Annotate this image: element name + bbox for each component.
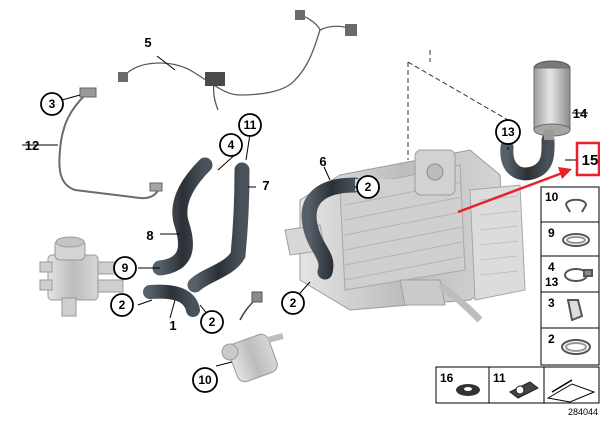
callout-12: 12 [25, 138, 39, 153]
legend-label-13: 13 [545, 275, 559, 289]
callout-2-a: 2 [119, 298, 126, 312]
callout-10: 10 [198, 373, 212, 387]
legend-label-9: 9 [548, 226, 555, 240]
dashed-leaders [407, 50, 509, 160]
legend-bottom-icons [456, 379, 596, 403]
callout-2-b: 2 [209, 315, 216, 329]
callout-14: 14 [573, 106, 588, 121]
callout-4: 4 [228, 138, 235, 152]
callout-6: 6 [319, 154, 326, 169]
reservoir-14 [533, 60, 571, 140]
parts-legend [540, 186, 600, 366]
legend-label-4: 4 [548, 260, 555, 274]
hose-1 [143, 284, 200, 317]
pump-10 [221, 291, 284, 383]
callout-3: 3 [49, 97, 56, 111]
sensor-line-12 [58, 94, 161, 200]
legend-label-16: 16 [440, 371, 454, 385]
circled-callouts [40, 92, 521, 393]
hose-13 [500, 133, 555, 181]
drawing-number: 284044 [568, 407, 598, 417]
callout-13: 13 [501, 125, 515, 139]
legend-label-3: 3 [548, 296, 555, 310]
bottom-legend [435, 366, 600, 404]
callouts: 5 12 7 8 1 6 14 15 [25, 35, 599, 333]
callout-2-d: 2 [365, 180, 372, 194]
callout-8: 8 [146, 228, 153, 243]
hose-7 [187, 162, 250, 293]
highlight-arrow [457, 167, 572, 214]
callout-11: 11 [244, 118, 257, 132]
wiring-harness-5 [124, 14, 351, 111]
legend-clamp-icons [561, 198, 593, 355]
callout-5: 5 [144, 35, 151, 50]
callout-2-c: 2 [290, 296, 297, 310]
highlight-box-15 [575, 141, 600, 177]
callout-9: 9 [122, 261, 129, 275]
hose-8 [152, 157, 213, 276]
legend-label-11: 11 [493, 371, 506, 385]
control-valve [39, 236, 124, 317]
hose-6 [301, 177, 363, 280]
leader-lines [22, 55, 588, 367]
callout-1: 1 [169, 318, 176, 333]
callout-7: 7 [262, 178, 269, 193]
legend-label-10: 10 [545, 190, 559, 204]
legend-label-2: 2 [548, 332, 555, 346]
callout-15: 15 [582, 152, 599, 169]
harness-connectors [118, 10, 357, 86]
